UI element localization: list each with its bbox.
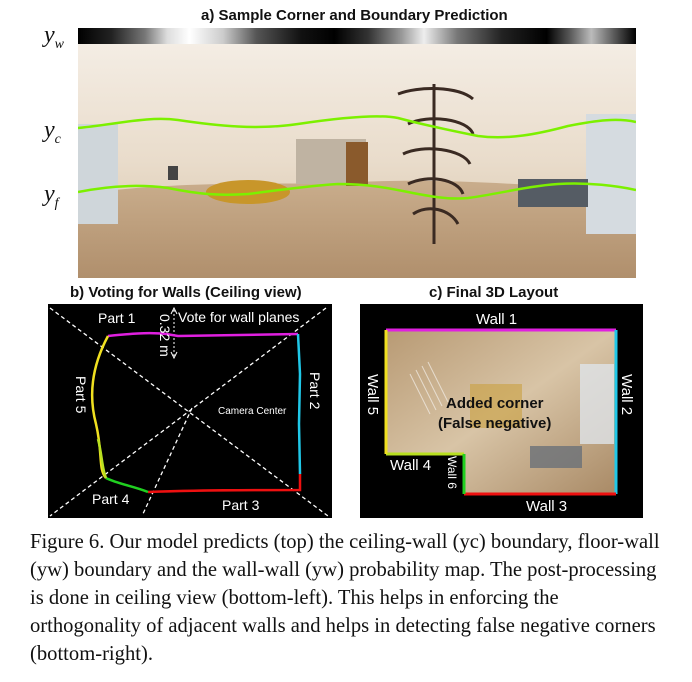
dining-table: [206, 180, 290, 204]
door: [346, 142, 368, 186]
added-corner-label: Added corner: [446, 395, 544, 412]
caption-text: Figure 6. Our model predicts (top) the c…: [30, 531, 660, 665]
label-yc: yc: [44, 117, 61, 148]
label-yw: yw: [44, 22, 64, 53]
left-window: [78, 124, 118, 224]
part-5-label: Part 5: [73, 376, 89, 414]
vote-line-2: [49, 307, 327, 517]
part-2-line: [296, 333, 302, 475]
distance-label: 0.32 m: [157, 314, 173, 357]
label-yf-sub: f: [54, 195, 59, 211]
label-yc-sub: c: [54, 131, 61, 147]
part-1-line: [107, 331, 299, 338]
part-3-label: Part 3: [222, 497, 260, 513]
right-window: [586, 114, 636, 234]
room-window-texture: [580, 364, 614, 444]
figure-caption: Figure 6. Our model predicts (top) the c…: [30, 528, 670, 668]
part-5-lower-line: [96, 438, 108, 479]
wall-3-label: Wall 3: [526, 498, 567, 515]
ceiling-wall-boundary: [78, 115, 636, 139]
floor-wall-boundary: [78, 182, 636, 200]
panel-b-title: b) Voting for Walls (Ceiling view): [70, 284, 302, 301]
vote-line-1: [49, 307, 329, 517]
ceiling-view-panel: Part 1 Vote for wall planes 0.32 m Part …: [48, 304, 332, 518]
part-3-line: [147, 474, 302, 494]
wall-4-label: Wall 4: [390, 457, 431, 474]
wall-wall-probability-map: [78, 28, 636, 44]
vote-line-3: [141, 407, 193, 517]
part-4-label: Part 4: [92, 491, 130, 507]
vote-lines: [49, 307, 329, 517]
panorama-image: [78, 44, 636, 278]
panel-c-title: c) Final 3D Layout: [429, 284, 559, 301]
false-negative-label: (False negative): [438, 415, 551, 432]
final-layout-svg: Wall 1 Wall 2 Wall 3 Wall 4 Wall 5 Wall …: [364, 311, 635, 515]
wall-6-label: Wall 6: [445, 456, 459, 489]
wall-5-label: Wall 5: [364, 374, 381, 415]
room-sofa-texture: [530, 446, 582, 468]
vote-label: Vote for wall planes: [178, 309, 299, 325]
tv: [168, 166, 178, 180]
part-4-line: [105, 476, 149, 494]
panel-a-title: a) Sample Corner and Boundary Prediction: [201, 7, 508, 24]
label-yc-main: y: [44, 117, 55, 143]
wall-2-label: Wall 2: [618, 374, 635, 415]
label-yf: yf: [44, 181, 59, 212]
room-stair-texture: [409, 361, 449, 415]
room-table-texture: [470, 384, 522, 428]
distance-arrow-tail: [170, 306, 178, 315]
part-2-label: Part 2: [307, 372, 323, 410]
wall-1-label: Wall 1: [476, 311, 517, 328]
part-5-line: [90, 335, 110, 479]
part-1-label: Part 1: [98, 310, 136, 326]
panorama-illustration: [78, 44, 636, 278]
ceiling-view-svg: Part 1 Vote for wall planes 0.32 m Part …: [49, 306, 329, 517]
label-yw-sub: w: [54, 36, 64, 52]
label-yw-main: y: [44, 22, 55, 48]
distance-arrow-head: [170, 351, 178, 360]
final-layout-panel: Wall 1 Wall 2 Wall 3 Wall 4 Wall 5 Wall …: [360, 304, 643, 518]
camera-center-label: Camera Center: [218, 406, 287, 417]
panorama-floor: [78, 180, 636, 278]
label-yf-main: y: [44, 181, 55, 207]
